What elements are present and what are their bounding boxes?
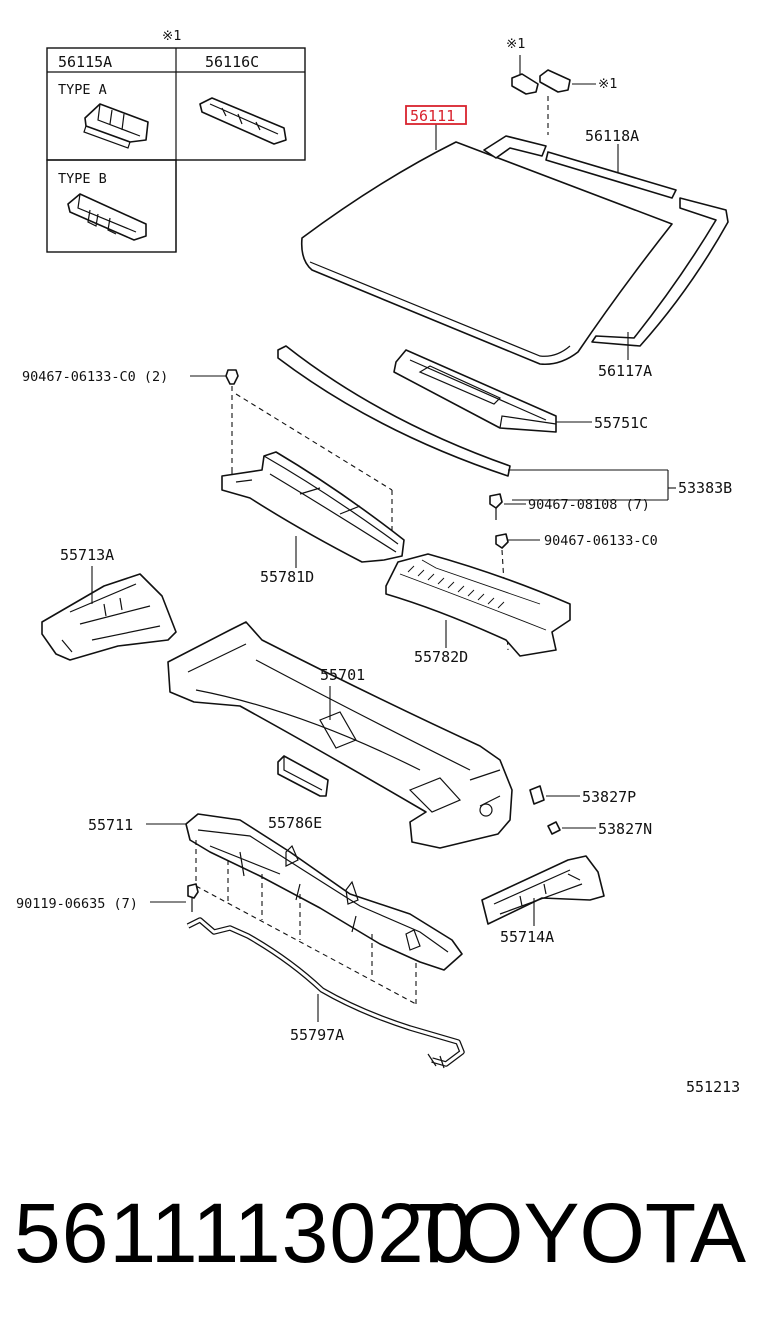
inset-type-a-label: TYPE A (58, 82, 107, 98)
callout-55782D: 55782D (414, 648, 468, 666)
cowl-louver-upper: 55751C (393, 349, 648, 433)
callout-90467-08108-7: 90467-08108 (7) (528, 497, 650, 513)
callout-55713A: 55713A (60, 546, 114, 564)
callout-56118A: 56118A (585, 127, 639, 145)
windshield-moldings: 56118A 56117A (483, 127, 729, 380)
callout-55701: 55701 (320, 666, 365, 684)
clip-type-a-drawing (83, 103, 149, 149)
clip-type-b-drawing (67, 193, 147, 241)
cowl-side-panel-right: 55714A (481, 855, 605, 946)
bolt-90119-06635: 90119-06635 (7) (16, 883, 199, 912)
diagram-reference-number: 551213 (686, 1078, 740, 1096)
callout-56111: 56111 (410, 107, 455, 125)
note-top: ※1 (506, 36, 525, 52)
callout-55786E: 55786E (268, 814, 322, 832)
callout-90119-06635-7: 90119-06635 (7) (16, 896, 138, 912)
cowl-panel: 55701 (167, 621, 513, 849)
callout-53827N: 53827N (598, 820, 652, 838)
callout-55781D: 55781D (260, 568, 314, 586)
cowl-side-panel-left: 55713A (41, 546, 177, 661)
inset-note-label: ※1 (162, 28, 181, 44)
callout-53827P: 53827P (582, 788, 636, 806)
clip-type-inset: ※1 56115A 56116C TYPE A TYPE B (46, 28, 306, 253)
cowl-drain-hose: 55797A (186, 917, 465, 1069)
footer-caption: 5611113020 TOYOTA (0, 1185, 760, 1295)
callout-55797A: 55797A (290, 1026, 344, 1044)
inset-header-56116C: 56116C (205, 53, 259, 71)
note-right: ※1 (598, 76, 617, 92)
bolt-90467-06133-c0-2: 90467-06133-C0 (2) (22, 369, 393, 536)
cowl-lower-frame: 55711 (88, 813, 463, 1005)
callout-56117A: 56117A (598, 362, 652, 380)
top-clips: ※1 ※1 (506, 36, 617, 135)
inset-type-b-label: TYPE B (58, 171, 107, 187)
callout-55714A: 55714A (500, 928, 554, 946)
hood-seal: 53383B (277, 345, 732, 501)
cowl-seal-55786e: 55786E (268, 755, 329, 832)
hood-bumpers: 53827P 53827N (529, 785, 652, 838)
brand-name: TOYOTA (408, 1186, 746, 1280)
callout-90467-06133-C0: 90467-06133-C0 (544, 533, 658, 549)
bolt-90467-08108: 90467-08108 (7) (489, 493, 650, 520)
parts-diagram: ※1 56115A 56116C TYPE A TYPE B ※1 ※1 (16, 28, 740, 1096)
inset-header-56115A: 56115A (58, 53, 112, 71)
highlight-box-56111 (405, 105, 467, 125)
windshield-glass: 56111 (300, 105, 673, 366)
cowl-top-panel-left: 55781D (221, 451, 405, 586)
callout-55751C: 55751C (594, 414, 648, 432)
callout-90467-06133-C0-2: 90467-06133-C0 (2) (22, 369, 168, 385)
callout-53383B: 53383B (678, 479, 732, 497)
cowl-louver-right: 55782D (385, 553, 571, 666)
part-number: 5611113020 (14, 1186, 473, 1280)
clip-56116c-drawing (199, 97, 287, 145)
callout-55711: 55711 (88, 816, 133, 834)
